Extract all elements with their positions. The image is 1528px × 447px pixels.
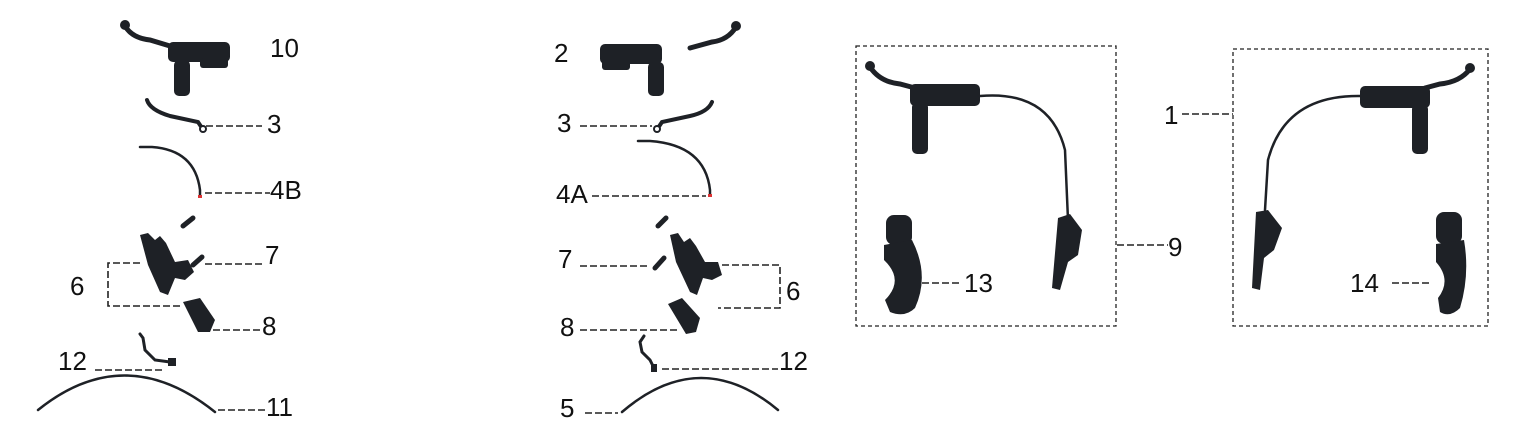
label-13: 13 <box>964 268 993 298</box>
middle-brake-pad <box>668 298 700 334</box>
bracket-6-left <box>107 262 182 307</box>
middle-hose-4a <box>636 139 712 197</box>
label-7-middle: 7 <box>558 244 572 274</box>
kit-9-lever <box>865 61 1082 290</box>
label-6-left: 6 <box>70 271 84 301</box>
left-adapter <box>138 332 176 366</box>
left-cable <box>36 374 217 414</box>
label-5: 5 <box>560 393 574 423</box>
left-brake-pad <box>183 298 215 332</box>
label-2: 2 <box>554 38 568 68</box>
kit-1-lever <box>1252 63 1475 290</box>
middle-cable <box>620 376 780 414</box>
label-14: 14 <box>1350 268 1379 298</box>
left-caliper <box>140 215 205 295</box>
left-brake-lever <box>120 20 230 96</box>
clamp-13 <box>884 215 922 315</box>
middle-adapter <box>638 334 657 372</box>
middle-caliper <box>652 215 722 295</box>
label-8-left: 8 <box>262 311 276 341</box>
label-4a: 4A <box>556 179 588 209</box>
left-hose-4b <box>138 145 202 198</box>
label-1: 1 <box>1164 100 1178 130</box>
label-9: 9 <box>1168 232 1182 262</box>
middle-lever-blade <box>653 100 714 133</box>
label-3-left: 3 <box>267 109 281 139</box>
label-12-middle: 12 <box>779 346 808 376</box>
label-10: 10 <box>270 33 299 63</box>
label-7-left: 7 <box>265 240 279 270</box>
bracket-6-middle <box>718 264 781 309</box>
label-12-left: 12 <box>58 346 87 376</box>
label-11: 11 <box>266 392 293 422</box>
kit-9-box <box>855 45 1117 327</box>
label-8-middle: 8 <box>560 312 574 342</box>
label-3-middle: 3 <box>557 108 571 138</box>
kit-1-box <box>1232 48 1489 327</box>
left-lever-blade <box>145 98 207 133</box>
label-6-middle: 6 <box>786 276 800 306</box>
label-4b: 4B <box>270 175 302 205</box>
right-brake-lever <box>600 21 741 96</box>
clamp-14 <box>1436 212 1467 315</box>
